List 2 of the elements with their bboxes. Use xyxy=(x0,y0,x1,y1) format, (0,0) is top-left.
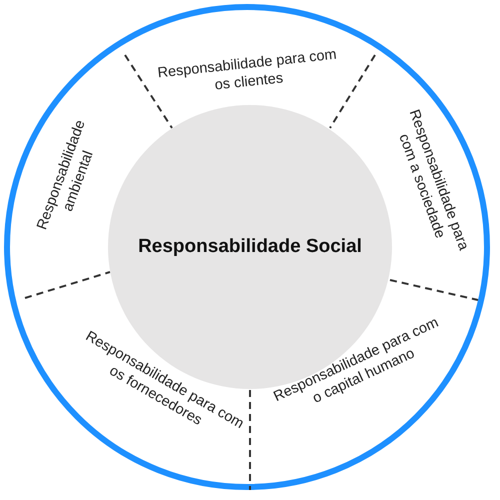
segment-label: Responsabilidade para com os clientes xyxy=(156,46,340,101)
outer-ring xyxy=(4,4,490,490)
